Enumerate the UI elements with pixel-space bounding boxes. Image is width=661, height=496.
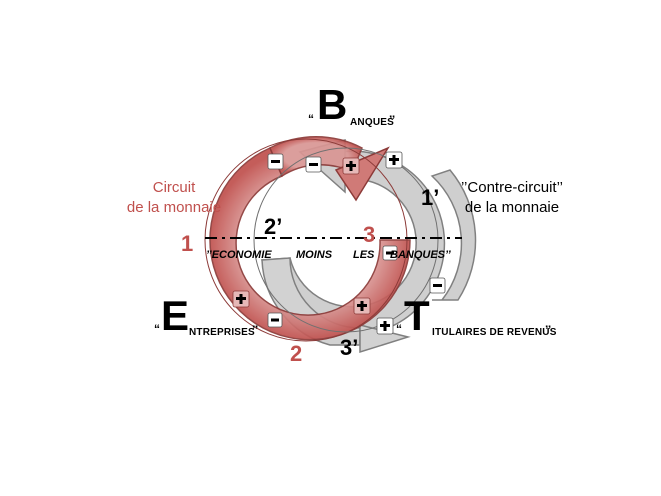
step-number-2-prime: 2’: [264, 214, 283, 239]
entreprises-label: NTREPRISES: [189, 327, 255, 338]
axis-word-moins: MOINS: [296, 249, 333, 261]
entreprises-close-quote: ’’: [252, 323, 259, 337]
sign-minus-right: [429, 277, 446, 294]
entreprises-letter: E: [161, 292, 190, 339]
contre-circuit-label-line1: ’’Contre-circuit’’: [461, 179, 563, 196]
sign-plus-top-right: [385, 151, 403, 169]
titulaires-label: ITULAIRES DE REVENUS: [432, 327, 557, 338]
step-number-1: 1: [181, 231, 194, 256]
sign-minus-bottom-left: [267, 312, 283, 328]
step-number-2: 2: [290, 341, 303, 366]
sign-minus-top-mid: [305, 156, 322, 173]
titulaires-letter: T: [404, 292, 430, 339]
sign-plus-bottom-right: [376, 317, 394, 335]
sign-plus-bottom-left: [232, 290, 250, 308]
axis-word-banques: BANQUES’’: [390, 249, 451, 261]
axis-word-economie: ’’ECONOMIE: [206, 249, 272, 261]
banques-open-quote: “: [308, 112, 314, 126]
grey-ring-outline: [253, 147, 439, 333]
grey-right-tail: [430, 169, 477, 301]
titulaires-close-quote: ’’: [545, 323, 552, 337]
circuit-label-line1: Circuit: [152, 179, 196, 196]
contre-circuit-label-line2: de la monnaie: [464, 199, 560, 216]
step-number-3-prime: 3’: [340, 335, 359, 360]
circuit-label-line2: de la monnaie: [126, 199, 222, 216]
red-arrowhead: [334, 146, 390, 202]
sign-plus-top-red: [342, 157, 360, 175]
axis-word-les: LES: [353, 249, 375, 261]
sign-minus-mid-right: [382, 245, 398, 261]
red-ring-arc: [209, 147, 411, 341]
contre-circuit-label: ’’Contre-circuit’’ de la monnaie: [452, 180, 572, 215]
red-ring-outline: [204, 138, 408, 342]
sign-minus-top-left: [267, 153, 284, 170]
sign-plus-bottom-mid: [353, 297, 371, 315]
banques-letter: B: [317, 81, 348, 128]
step-number-1-prime: 1’: [421, 185, 440, 210]
banques-close-quote: ’’: [389, 113, 396, 127]
titulaires-open-quote: “: [396, 322, 402, 336]
step-number-3: 3: [363, 222, 376, 247]
circuit-label: Circuit de la monnaie: [124, 180, 224, 215]
entreprises-open-quote: “: [154, 322, 160, 336]
banques-label: ANQUES: [350, 117, 394, 128]
